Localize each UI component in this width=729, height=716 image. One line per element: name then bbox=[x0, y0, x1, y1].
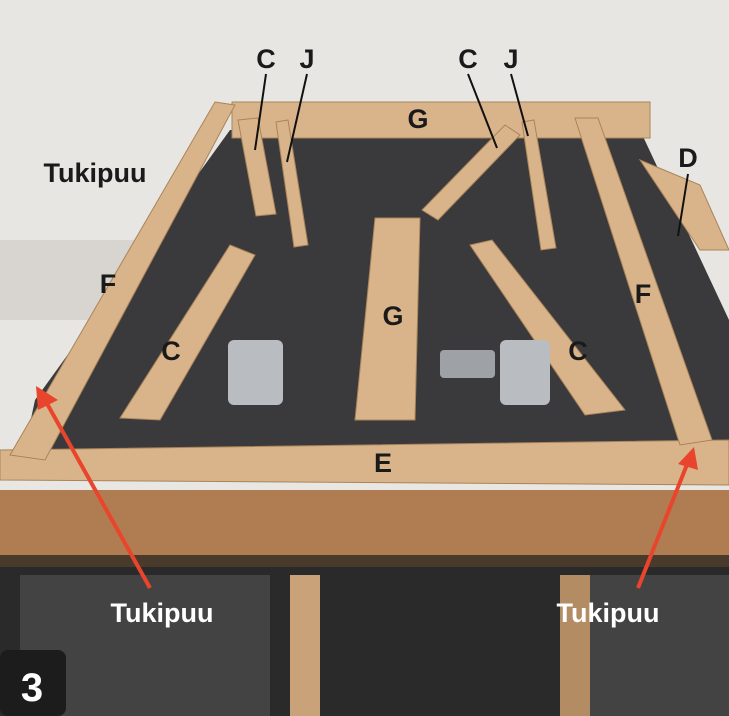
bench-leg bbox=[290, 575, 320, 716]
label-f: F bbox=[635, 279, 652, 309]
wood-piece-g-center bbox=[354, 217, 421, 421]
arrowhead-icon bbox=[678, 447, 698, 470]
wood-piece-j-top-right bbox=[521, 119, 557, 251]
label-c: C bbox=[458, 44, 478, 74]
wood-piece-f-left bbox=[9, 101, 236, 461]
arrow-left bbox=[43, 399, 152, 589]
label-e: E bbox=[374, 448, 392, 478]
hinge-pack bbox=[440, 350, 495, 378]
label-c: C bbox=[256, 44, 276, 74]
wood-piece-c-top-left bbox=[237, 117, 277, 217]
arrowhead-icon bbox=[36, 386, 58, 410]
wood-piece-c-top-right bbox=[421, 124, 521, 221]
label-tukipuu: Tukipuu bbox=[44, 158, 147, 188]
wood-piece-g-top bbox=[231, 101, 651, 139]
label-d: D bbox=[678, 143, 698, 173]
wood-piece-e bbox=[0, 439, 729, 486]
metal-bracket bbox=[500, 340, 550, 405]
workbench-edge bbox=[0, 555, 729, 567]
step-badge bbox=[0, 650, 66, 716]
leader-line bbox=[286, 73, 308, 163]
workbench-top bbox=[0, 490, 729, 565]
leader-line bbox=[677, 173, 689, 237]
leader-line bbox=[510, 73, 529, 137]
wood-piece-c-bottom-left bbox=[119, 244, 256, 421]
mesh-shelf-right bbox=[570, 575, 729, 716]
label-j: J bbox=[503, 44, 518, 74]
label-tukipuu: Tukipuu bbox=[557, 598, 660, 628]
label-c: C bbox=[568, 336, 588, 366]
label-c: C bbox=[161, 336, 181, 366]
arrow-right bbox=[636, 461, 690, 589]
bench-leg bbox=[560, 575, 590, 716]
label-g: G bbox=[407, 104, 428, 134]
leader-line bbox=[254, 73, 267, 151]
metal-bracket bbox=[228, 340, 283, 405]
label-j: J bbox=[299, 44, 314, 74]
label-tukipuu: Tukipuu bbox=[111, 598, 214, 628]
label-g: G bbox=[382, 301, 403, 331]
step-number: 3 bbox=[21, 666, 43, 710]
label-f: F bbox=[100, 269, 117, 299]
wood-piece-j-top-left bbox=[275, 119, 309, 248]
wood-piece-f-right bbox=[574, 117, 713, 446]
leader-line bbox=[467, 73, 498, 149]
